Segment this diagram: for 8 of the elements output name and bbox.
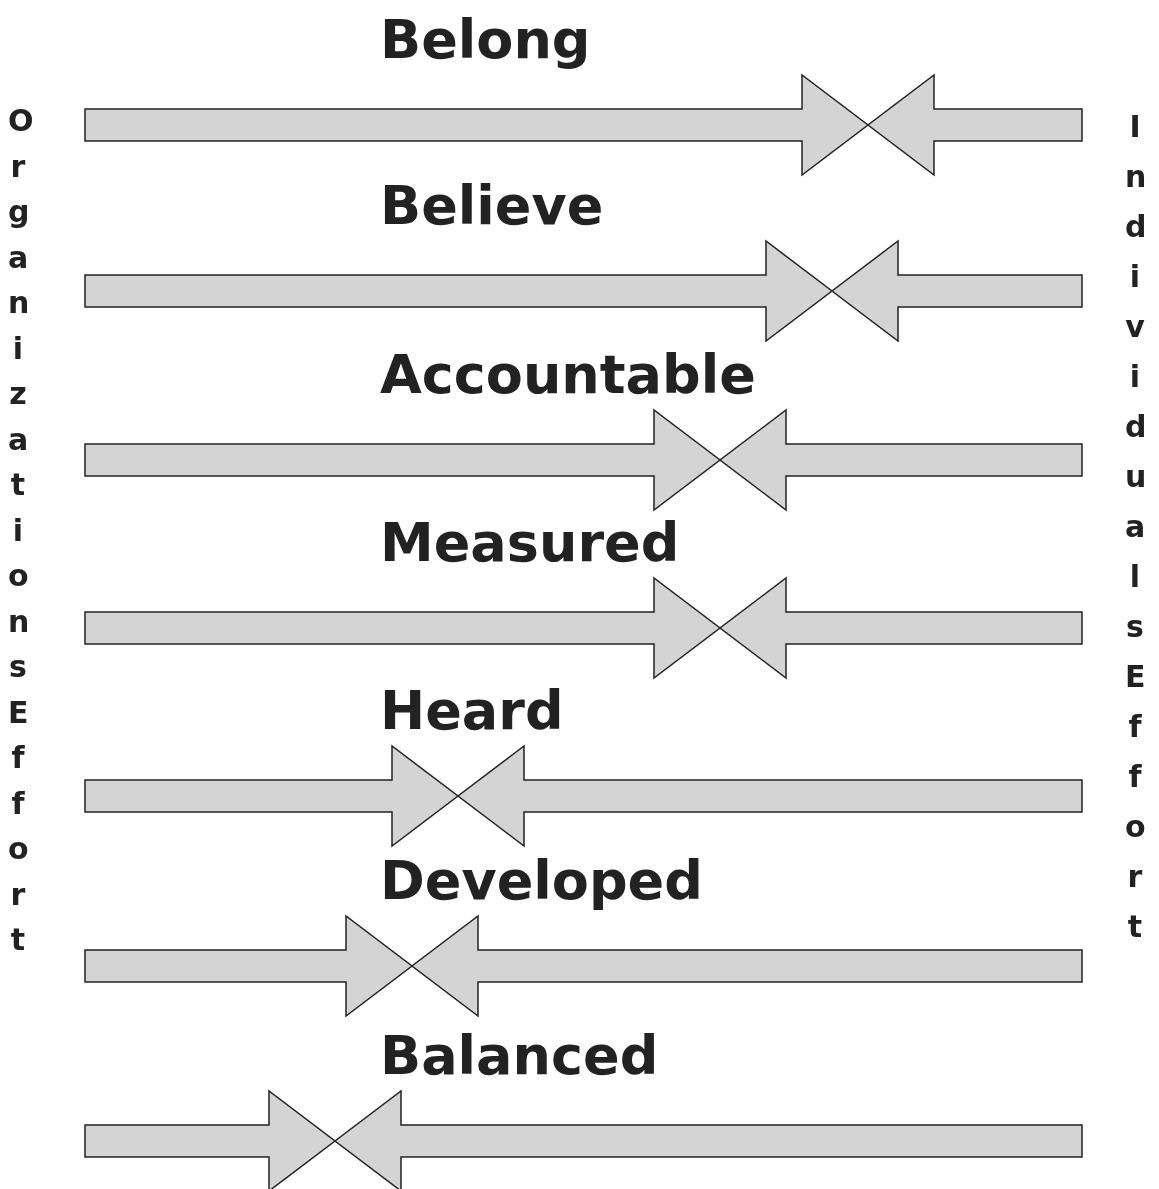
row-heading: Developed [380, 849, 703, 913]
row-heading: Accountable [380, 343, 756, 407]
row-heading: Measured [380, 511, 680, 575]
row-heading: Belong [380, 8, 591, 72]
row-heading: Balanced [380, 1024, 659, 1088]
row-heading: Believe [380, 174, 604, 238]
vertical-axis-label: Individuals Effort [1125, 108, 1145, 946]
row-heading: Heard [380, 679, 564, 743]
